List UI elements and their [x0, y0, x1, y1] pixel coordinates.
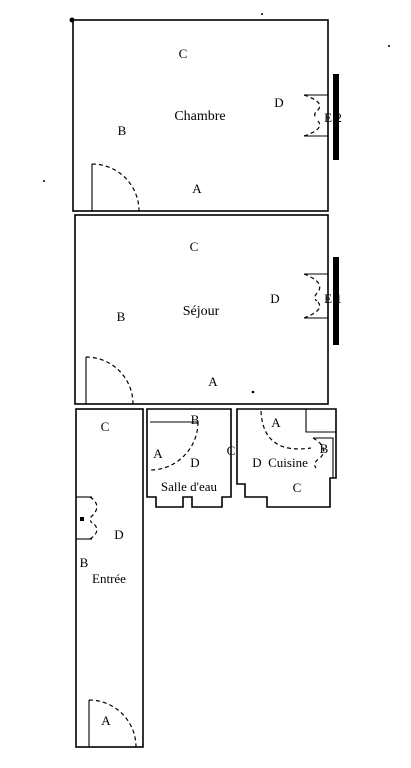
sejour-window-swing [303, 301, 321, 319]
sejour-door-swing [85, 356, 134, 405]
chambre-wall-b: B [118, 123, 127, 138]
room-sejour: Séjour C B D A E.1 [74, 214, 342, 405]
room-entree: Entrée C D B A [75, 408, 144, 748]
salle-deau-wall-c: C [227, 443, 236, 458]
salle-deau-name: Salle d'eau [161, 479, 218, 494]
chambre-wall-a: A [192, 181, 202, 196]
room-salle-deau: Salle d'eau B A D C [146, 408, 236, 508]
salle-deau-wall-d: D [190, 455, 199, 470]
sejour-window-swing [303, 273, 321, 302]
chambre-name: Chambre [174, 109, 225, 124]
salle-deau-door-swing [149, 421, 199, 471]
entree-wall-d: D [114, 527, 123, 542]
cuisine-name: Cuisine [268, 455, 308, 470]
sejour-walls [74, 214, 329, 405]
sejour-wall-a: A [208, 374, 218, 389]
chambre-wall-c: C [179, 46, 188, 61]
entree-door-swing [89, 522, 98, 540]
cuisine-window-swing [312, 437, 325, 469]
cuisine-counter [313, 437, 334, 478]
chambre-window-label: E.2 [324, 110, 342, 125]
chambre-wall-d: D [274, 95, 283, 110]
chambre-door-swing [91, 163, 140, 212]
cuisine-door-swing [260, 410, 312, 450]
cuisine-partition [305, 409, 336, 433]
salle-deau-wall-b: B [191, 412, 200, 427]
cuisine-wall-b: B [320, 441, 329, 456]
speck [251, 390, 255, 394]
sejour-name: Séjour [183, 304, 220, 319]
entree-door-swing [89, 496, 98, 524]
speck [43, 180, 45, 182]
sejour-wall-d: D [270, 291, 279, 306]
entree-front-door-swing [88, 699, 137, 748]
entree-wall-c: C [101, 419, 110, 434]
salle-deau-wall-a: A [153, 446, 163, 461]
entree-name: Entrée [92, 571, 126, 586]
entree-wall-b: B [80, 555, 89, 570]
chambre-window-swing [303, 94, 321, 119]
speck [261, 13, 263, 15]
room-cuisine: Cuisine A D B C [236, 408, 337, 508]
sejour-window-label: E.1 [324, 291, 342, 306]
room-chambre: Chambre C B D A E.2 [72, 19, 342, 212]
chambre-window-swing [303, 120, 321, 137]
sejour-wall-b: B [117, 309, 126, 324]
cuisine-wall-c: C [293, 480, 302, 495]
entree-wall-a: A [101, 713, 111, 728]
cuisine-wall-d: D [252, 455, 261, 470]
cuisine-walls [236, 408, 337, 508]
entree-latch [80, 517, 84, 521]
cuisine-wall-a: A [271, 415, 281, 430]
salle-deau-walls [146, 408, 232, 508]
chambre-walls [72, 19, 329, 212]
entree-walls [75, 408, 144, 748]
speck [388, 45, 390, 47]
sejour-wall-c: C [190, 239, 199, 254]
